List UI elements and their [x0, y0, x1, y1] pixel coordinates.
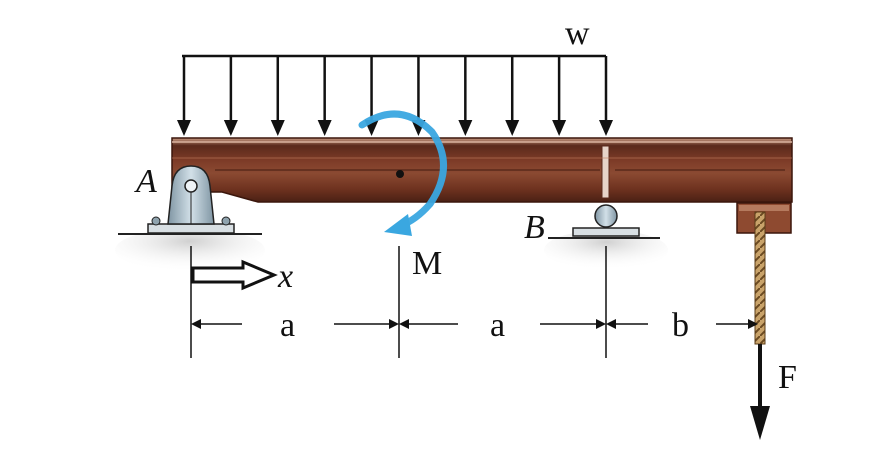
load-arrow — [177, 56, 191, 136]
load-arrow — [317, 56, 332, 136]
force-f-arrow — [750, 344, 770, 440]
load-arrow — [223, 56, 238, 136]
pin-support-a — [147, 165, 235, 234]
load-arrow — [270, 56, 285, 136]
load-arrow — [505, 56, 520, 136]
dimension-label-3: b — [672, 307, 689, 344]
rope — [754, 211, 766, 345]
dimension-label-2: a — [490, 307, 505, 344]
ground-a — [115, 228, 265, 272]
reference-lines — [190, 246, 607, 358]
label-f: F — [778, 359, 797, 396]
label-b-support: B — [524, 209, 545, 246]
label-a-support: A — [134, 163, 157, 200]
roller-support-b — [572, 204, 640, 237]
load-arrow — [599, 56, 613, 136]
distributed-load — [177, 54, 613, 136]
label-w: w — [565, 15, 590, 52]
load-arrow — [552, 56, 567, 136]
label-x: x — [277, 258, 293, 295]
beam — [171, 137, 793, 203]
label-moment: M — [412, 245, 442, 282]
midpoint-dot — [396, 170, 404, 178]
x-axis-arrow — [191, 259, 278, 291]
load-arrow — [458, 56, 473, 136]
dimension-label-1: a — [280, 307, 295, 344]
moment-arrow — [358, 110, 447, 236]
